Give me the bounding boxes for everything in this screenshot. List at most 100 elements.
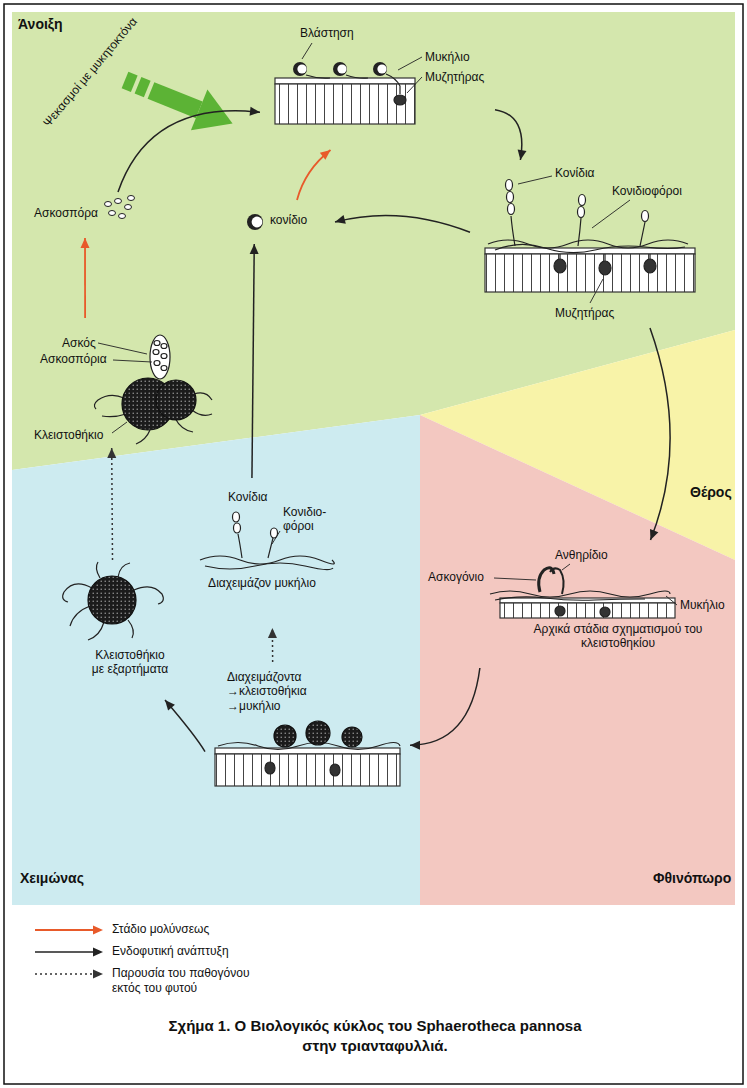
legend-samples-part — [93, 926, 103, 935]
overwintering-cleistothecia-drawing-part — [306, 721, 330, 745]
season-label: Άνοιξη — [18, 16, 63, 33]
cleistothecium-ascus-drawing-part — [161, 354, 167, 359]
legend-samples-part — [93, 970, 103, 979]
stage-label: Μυζητήρας — [425, 70, 484, 84]
cleistothecium-initials-drawing-part — [666, 596, 677, 605]
overwintering-cleistothecia-drawing-part — [265, 762, 275, 774]
stage-label: κονίδιο — [270, 213, 307, 227]
cleistothecium-ascus-drawing-part — [112, 422, 127, 433]
cleistothecium-initials-drawing-part — [495, 597, 645, 600]
arrow-line — [84, 238, 86, 318]
cleistothecium-ascus-drawing-part — [136, 430, 150, 444]
cleistothecium-initials-drawing-part — [600, 607, 610, 617]
cleistothecium-ascus-drawing-part — [161, 344, 167, 349]
germination-drawing-part — [407, 77, 422, 93]
season-label: Χειμώνας — [20, 870, 84, 887]
life-stage: Ασκοσπόρα — [30, 192, 140, 238]
conidiophores-drawing-part — [508, 204, 515, 215]
germination-drawing-part — [394, 95, 406, 105]
life-stage: ΑσκόςΑσκοσπόριαΚλειστοθήκιο — [30, 318, 220, 448]
arrow-line — [165, 700, 205, 752]
conidiophores-drawing — [485, 176, 695, 303]
conidiophores-drawing-part — [485, 254, 695, 292]
overwintering-mycelium-drawing-part — [268, 538, 273, 558]
germination-drawing-part — [386, 74, 400, 94]
conidiophores-drawing-part — [642, 211, 649, 222]
arrow-head — [335, 215, 346, 224]
conidiophores-drawing-part — [578, 207, 585, 218]
arrow-head — [250, 244, 259, 254]
cleistothecium-initials-drawing-part — [500, 603, 675, 618]
season-label: Θέρος — [690, 484, 732, 501]
conidiophores-drawing-part — [592, 200, 630, 228]
germination-drawing-part — [297, 64, 306, 73]
ascospores-drawing-part — [115, 199, 122, 204]
spray-arrow-part — [122, 72, 138, 92]
stage-label: Διαχειμάζον μυκήλιο — [207, 576, 317, 590]
conidiophores-drawing-part — [644, 259, 656, 273]
cycle-arrow — [650, 328, 670, 540]
cleistothecium-appendages-drawing-part — [118, 563, 130, 577]
conidiophores-drawing-part — [488, 240, 688, 248]
stage-label: Μυκήλιο — [680, 598, 725, 612]
stage-label: Ασκοσπόρα — [34, 206, 98, 220]
life-stage: ΚονίδιαΚονιδιο- φόροιΔιαχειμάζον μυκήλιο — [195, 478, 341, 628]
arrow-head — [268, 628, 277, 638]
cleistothecium-ascus-drawing-part — [154, 341, 160, 346]
arrow-head — [81, 238, 90, 248]
cleistothecium-appendages-drawing-part — [88, 576, 136, 624]
cycle-arrow — [495, 110, 527, 160]
germination-drawing-part — [346, 75, 368, 78]
cleistothecium-ascus-drawing-part — [94, 395, 124, 409]
autumn-ground — [420, 415, 735, 905]
cycle-arrow — [107, 448, 116, 560]
overwintering-mycelium-drawing — [200, 512, 334, 570]
germination-drawing-part — [333, 62, 347, 76]
arrow-head — [650, 529, 658, 540]
cleistothecium-appendages-drawing-part — [88, 622, 104, 640]
life-stage: ΚονίδιαΚονιδιοφόροιΜυζητήρας — [470, 160, 710, 328]
overwintering-cleistothecia-drawing-part — [330, 764, 340, 776]
cleistothecium-initials-drawing-part — [562, 564, 570, 570]
arrow-head — [518, 149, 527, 160]
spray-arrow-part — [135, 77, 151, 97]
life-stage: ΑσκογόνιοΑνθηρίδιοΜυκήλιοΑρχικά στάδια σ… — [410, 540, 735, 668]
arrow-head — [250, 107, 260, 116]
winter-ground — [12, 415, 420, 905]
conidium-drawing — [247, 214, 263, 230]
legend-text: Ενδοφυτική ανάπτυξη — [112, 944, 262, 959]
stage-label: Βλάστηση — [300, 26, 354, 40]
cleistothecium-initials-drawing-part — [550, 568, 564, 594]
legend-text: Στάδιο μολύνσεως — [112, 922, 262, 937]
spray-arrow-part — [148, 82, 203, 118]
ascospores-drawing-part — [125, 205, 132, 210]
overwintering-mycelium-drawing-part — [238, 534, 242, 558]
conidium-drawing-part — [247, 214, 263, 230]
conidiophores-drawing-part — [495, 244, 685, 252]
arrow-head — [410, 741, 420, 750]
cycle-arrow — [297, 150, 331, 200]
cycle-arrow — [410, 668, 480, 750]
ascospores-drawing-part — [105, 202, 112, 207]
conidiophores-drawing-part — [560, 254, 650, 261]
legend-samples-part — [35, 973, 94, 975]
germination-drawing-part — [373, 62, 387, 76]
conidium-drawing-part — [252, 217, 263, 228]
stage-label: Κονίδια — [228, 490, 267, 504]
arrow-line — [111, 448, 113, 560]
life-stage: Κλειστοθήκιο με εξαρτήματα — [45, 560, 195, 700]
overwintering-cleistothecia-drawing-part — [215, 754, 400, 786]
overwintering-mycelium-drawing-part — [205, 563, 333, 570]
cleistothecium-ascus-drawing-part — [194, 393, 212, 400]
conidiophores-drawing-part — [579, 195, 586, 206]
germination-drawing-part — [377, 64, 386, 73]
conidiophores-drawing-part — [518, 176, 552, 184]
stage-label: Αρχικά στάδια σχηματισμού του κλειστοθηκ… — [518, 622, 718, 651]
conidiophores-drawing-part — [506, 180, 513, 191]
cleistothecium-initials-drawing-part — [494, 578, 536, 580]
cleistothecium-ascus-drawing-part — [156, 380, 196, 420]
life-stage: ΒλάστησηΜυκήλιοΜυζητήρας — [260, 20, 495, 150]
ascospores-drawing-part — [119, 214, 126, 219]
stage-label: Κλειστοθήκιο με εξαρτήματα — [80, 648, 180, 677]
arrow-line — [410, 668, 480, 745]
